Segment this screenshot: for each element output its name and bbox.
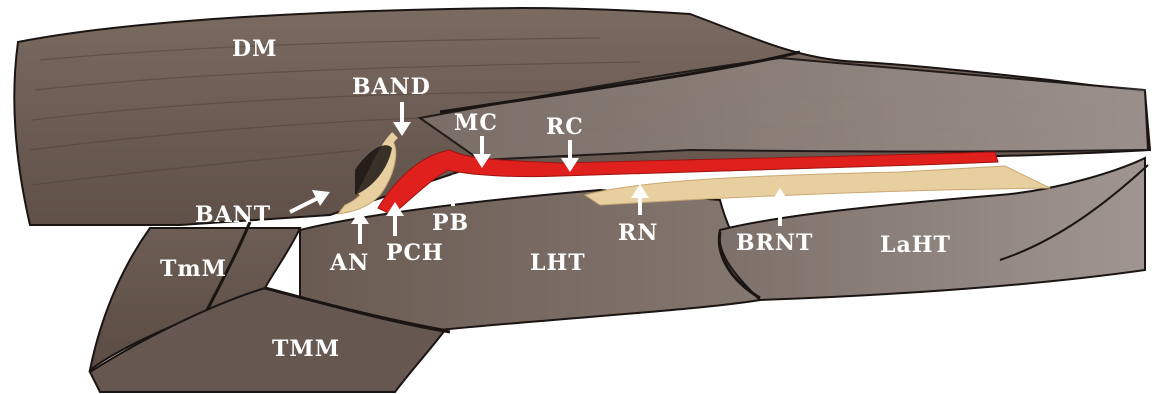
label-pb: PB (432, 210, 469, 236)
label-band: BAND (352, 74, 431, 100)
label-rn: RN (618, 220, 658, 246)
label-brnt: BRNT (736, 230, 813, 256)
label-tmm-large: TMM (272, 336, 340, 362)
label-bant: BANT (195, 202, 271, 228)
label-mc: MC (454, 110, 498, 136)
label-an: AN (329, 250, 369, 276)
arrow-pb (444, 174, 462, 206)
label-tmm-small: TmM (160, 256, 227, 282)
label-dm: DM (232, 36, 277, 62)
label-pch: PCH (386, 240, 444, 266)
label-lht: LHT (530, 250, 586, 276)
label-rc: RC (546, 114, 584, 140)
label-laht: LaHT (880, 232, 951, 258)
